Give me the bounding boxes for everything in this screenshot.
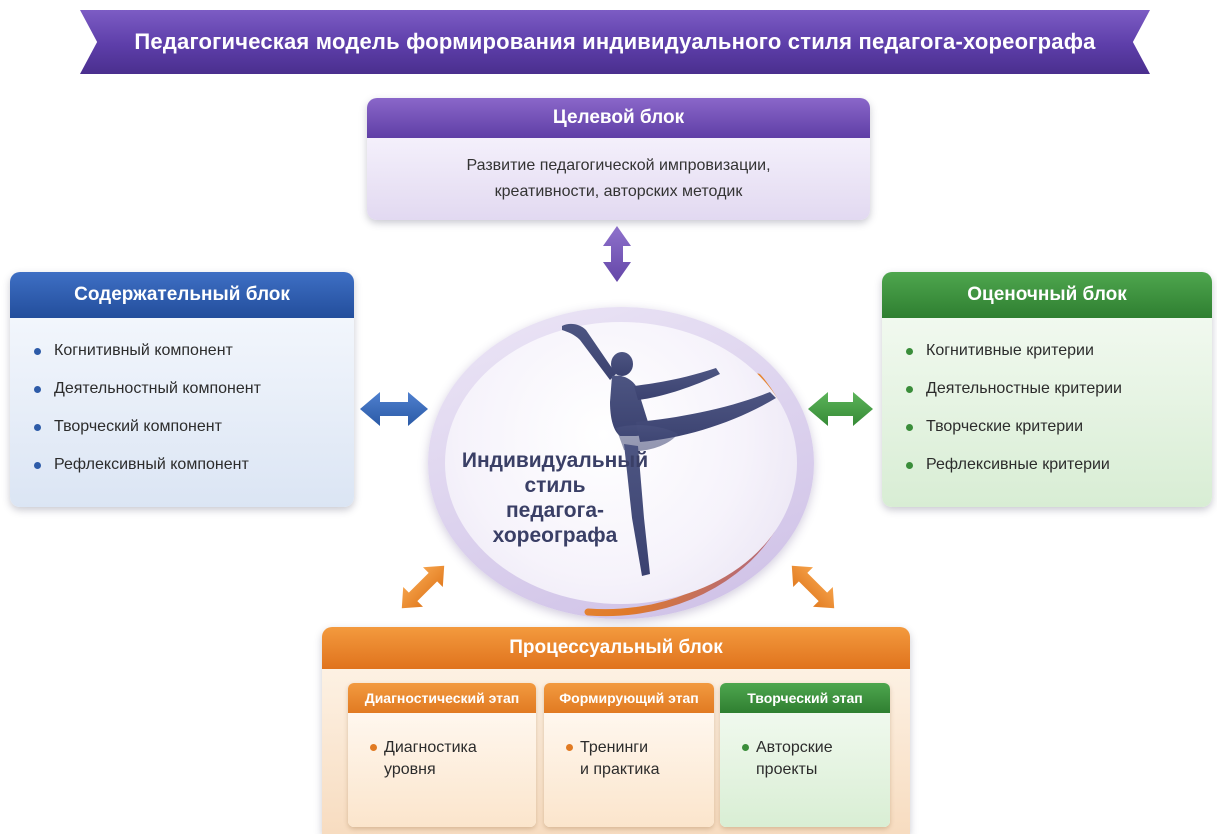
content-item: Рефлексивный компонент bbox=[34, 454, 354, 492]
stage-header: Диагностический этап bbox=[348, 683, 536, 713]
center-line-3: педагога- bbox=[505, 499, 605, 522]
target-block-body: Развитие педагогической импровизации, кр… bbox=[367, 138, 870, 220]
evaluation-item: Творческие критерии bbox=[906, 416, 1212, 454]
stage-line: Авторские bbox=[756, 739, 833, 756]
stage-header: Формирующий этап bbox=[544, 683, 714, 713]
content-block-body: Когнитивный компонент Деятельностный ком… bbox=[10, 318, 354, 507]
stage-line: Диагностика bbox=[384, 739, 477, 756]
title-ribbon: Педагогическая модель формирования индив… bbox=[80, 10, 1150, 74]
bullet-dot bbox=[742, 744, 749, 751]
evaluation-item: Рефлексивные критерии bbox=[906, 454, 1212, 492]
center-line-4: хореографа bbox=[492, 524, 618, 547]
content-center-arrow bbox=[360, 392, 428, 426]
stage-header: Творческий этап bbox=[720, 683, 890, 713]
evaluation-item: Когнитивные критерии bbox=[906, 340, 1212, 378]
content-item: Творческий компонент bbox=[34, 416, 354, 454]
diagram-title: Педагогическая модель формирования индив… bbox=[134, 29, 1096, 54]
center-label: Индивидуальный стиль педагога- хореограф… bbox=[455, 448, 655, 548]
target-line-2: креативности, авторских методик bbox=[494, 183, 743, 200]
target-block-header: Целевой блок bbox=[367, 98, 870, 138]
stage-body: Диагностика уровня bbox=[348, 713, 536, 827]
ballerina-icon bbox=[562, 323, 776, 576]
evaluation-item: Деятельностные критерии bbox=[906, 378, 1212, 416]
stage-line: проекты bbox=[756, 761, 818, 778]
content-item: Деятельностный компонент bbox=[34, 378, 354, 416]
stage-line: уровня bbox=[384, 761, 436, 778]
evaluation-block-header: Оценочный блок bbox=[882, 272, 1212, 318]
evaluation-block-body: Когнитивные критерии Деятельностные крит… bbox=[882, 318, 1212, 507]
stage-body: Авторские проекты bbox=[720, 713, 890, 827]
content-block: Содержательный блок Когнитивный компонен… bbox=[10, 272, 354, 507]
stage-body: Тренинги и практика bbox=[544, 713, 714, 827]
stage-forming: Формирующий этап Тренинги и практика bbox=[544, 683, 714, 827]
target-center-arrow bbox=[603, 226, 631, 282]
content-block-header: Содержательный блок bbox=[10, 272, 354, 318]
process-block: Процессуальный блок Диагностический этап… bbox=[322, 627, 910, 834]
center-line-1: Индивидуальный bbox=[461, 449, 649, 472]
stage-creative: Творческий этап Авторские проекты bbox=[720, 683, 890, 827]
evaluation-list: Когнитивные критерии Деятельностные крит… bbox=[882, 318, 1212, 492]
stage-line: и практика bbox=[580, 761, 660, 778]
content-list: Когнитивный компонент Деятельностный ком… bbox=[10, 318, 354, 492]
evaluation-center-arrow bbox=[808, 392, 873, 426]
evaluation-block: Оценочный блок Когнитивные критерии Деят… bbox=[882, 272, 1212, 507]
bullet-dot bbox=[370, 744, 377, 751]
center-line-2: стиль bbox=[524, 474, 586, 497]
content-item: Когнитивный компонент bbox=[34, 340, 354, 378]
target-line-1: Развитие педагогической импровизации, bbox=[466, 157, 771, 174]
stage-diagnostic: Диагностический этап Диагностика уровня bbox=[348, 683, 536, 827]
process-center-arrow-right bbox=[791, 565, 835, 609]
process-block-body: Диагностический этап Диагностика уровня … bbox=[322, 669, 910, 834]
process-block-header: Процессуальный блок bbox=[322, 627, 910, 669]
bullet-dot bbox=[566, 744, 573, 751]
stage-line: Тренинги bbox=[580, 739, 649, 756]
target-block: Целевой блок Развитие педагогической имп… bbox=[367, 98, 870, 220]
process-center-arrow-left bbox=[401, 565, 445, 609]
